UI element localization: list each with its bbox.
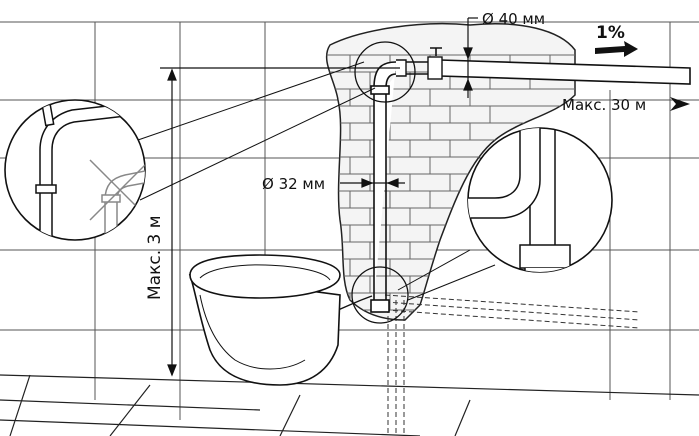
pipe-diameter-top-label: Ø 40 мм	[482, 10, 545, 28]
toilet-icon	[188, 254, 341, 386]
max-length-arrow-icon	[670, 97, 690, 111]
detail-circle-right	[397, 127, 613, 301]
slope-label: 1%	[596, 23, 625, 43]
height-dimension	[160, 67, 400, 377]
valve-icon	[430, 47, 442, 56]
diameter-32-dimension	[340, 178, 405, 188]
toilet-connector-pipe	[337, 295, 373, 311]
detail-circle-bottom	[351, 266, 409, 324]
max-height-label: Макс. 3 м	[145, 215, 165, 300]
max-length-label: Макс. 30 м	[562, 96, 646, 114]
floor	[0, 374, 699, 436]
slope-arrow-icon	[595, 41, 638, 57]
drain-dashed-lines	[384, 294, 641, 436]
detail-circle-left	[4, 61, 376, 241]
detail-circle-top	[354, 41, 416, 103]
pipe-coupling	[427, 56, 443, 80]
horizontal-pipe	[396, 47, 691, 85]
diameter-40-dimension	[463, 17, 478, 98]
pipe-diameter-vertical-label: Ø 32 мм	[262, 175, 325, 193]
